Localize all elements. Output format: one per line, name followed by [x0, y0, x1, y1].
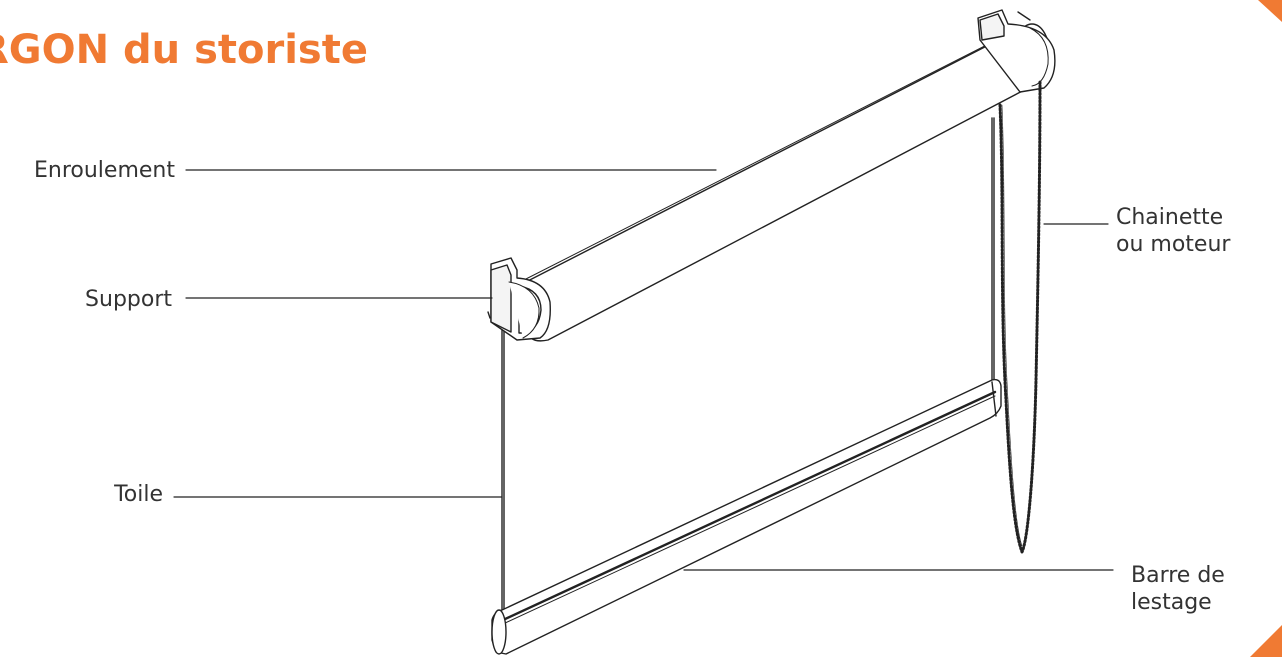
fabric-panel — [501, 117, 995, 651]
corner-decoration-top — [1258, 0, 1282, 22]
label-chainette-line-1: Chainette — [1116, 205, 1224, 230]
label-toile: Toile — [114, 482, 163, 507]
label-barre-line-1: Barre de — [1131, 563, 1225, 588]
roller-tube — [517, 23, 1051, 342]
label-support: Support — [85, 287, 172, 312]
label-chainette: Chainette ou moteur — [1116, 204, 1230, 258]
label-barre-line-2: lestage — [1131, 590, 1212, 615]
label-chainette-line-2: ou moteur — [1116, 232, 1231, 257]
label-enroulement: Enroulement — [34, 158, 175, 183]
leader-lines — [173, 169, 1114, 571]
weight-bar — [491, 378, 1002, 655]
page-title: RGON du storiste — [0, 27, 368, 73]
right-support-bracket — [977, 9, 1056, 93]
bead-chain — [998, 80, 1042, 554]
corner-decoration-bottom — [1250, 625, 1282, 657]
left-support-bracket — [487, 257, 551, 341]
label-barre: Barre de lestage — [1131, 562, 1225, 616]
